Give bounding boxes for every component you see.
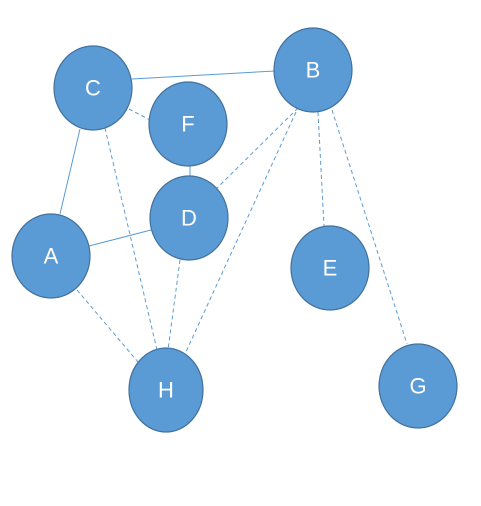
node-circle-f [148, 81, 228, 167]
node-circle-c [53, 45, 133, 131]
node-label-c: C [85, 76, 101, 101]
node-circle-h [128, 347, 204, 433]
node-circle-g [378, 343, 458, 429]
edge-c-h [104, 127, 158, 351]
node-g: G [378, 343, 458, 429]
edge-b-g [331, 109, 408, 345]
edge-b-d [216, 107, 299, 189]
node-circle-e [290, 225, 370, 311]
node-b: B [273, 27, 353, 113]
node-f: F [148, 81, 228, 167]
edge-c-b [131, 70, 276, 80]
edge-b-e [317, 111, 325, 227]
edge-c-a [59, 128, 81, 215]
node-circle-d [149, 175, 229, 261]
node-label-g: G [409, 374, 426, 399]
node-label-a: A [44, 244, 59, 269]
node-circle-a [11, 213, 91, 299]
node-label-d: D [181, 206, 197, 231]
node-label-f: F [181, 112, 194, 137]
node-label-h: H [158, 378, 174, 403]
edge-c-f [128, 108, 151, 121]
edge-a-h [76, 289, 139, 363]
edges-layer [59, 70, 408, 363]
node-c: C [53, 45, 133, 131]
edge-b-h [184, 111, 297, 355]
node-label-e: E [323, 256, 338, 281]
nodes-layer: C B F D A E H G [11, 27, 458, 433]
node-circle-b [273, 27, 353, 113]
node-d: D [149, 175, 229, 261]
node-h: H [128, 347, 204, 433]
edge-d-a [88, 229, 152, 247]
node-label-b: B [306, 58, 321, 83]
node-a: A [11, 213, 91, 299]
edge-d-h [167, 259, 181, 351]
node-e: E [290, 225, 370, 311]
